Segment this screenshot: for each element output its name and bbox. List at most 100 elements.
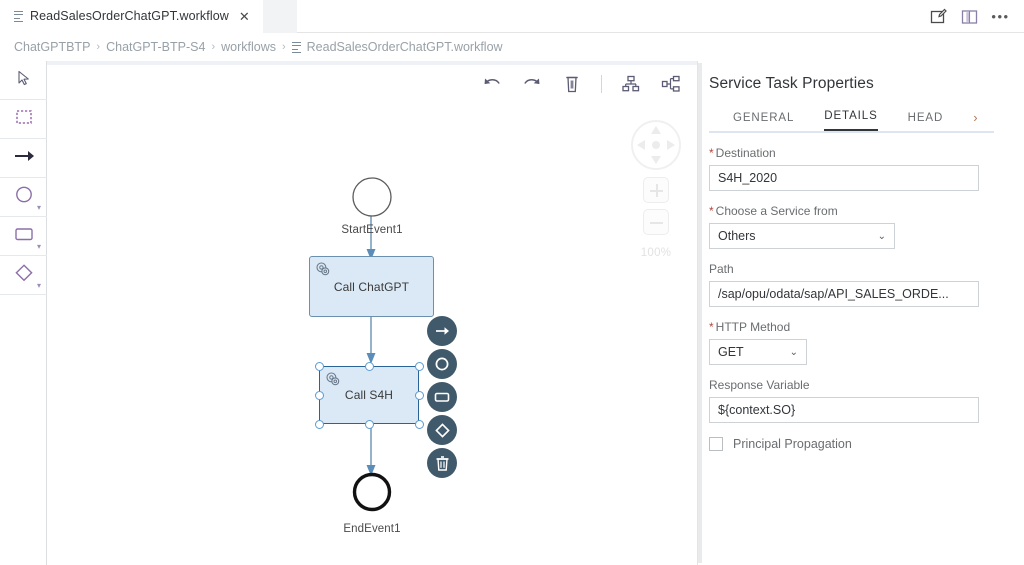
dashed-rectangle-icon (14, 107, 34, 132)
redo-icon[interactable] (521, 73, 543, 95)
properties-title: Service Task Properties (709, 75, 874, 92)
palette-item-sequence-flow-tool[interactable] (0, 139, 47, 178)
breadcrumb-item-2[interactable]: workflows (221, 40, 276, 54)
arrow-right-icon (435, 327, 449, 335)
context-append-gateway[interactable] (427, 415, 457, 445)
palette-item-gateway-tool[interactable]: ▾ (0, 256, 47, 295)
field-label-text: Path (709, 262, 734, 276)
breadcrumb-separator: › (281, 41, 286, 53)
tool-palette: ▾ ▾ ▾ (0, 61, 47, 565)
editor-tab-workflow[interactable]: ReadSalesOrderChatGPT.workflow ✕ (0, 0, 263, 33)
principal-propagation-row[interactable]: Principal Propagation (709, 437, 1024, 451)
field-label-text: Response Variable (709, 378, 810, 392)
resize-handle-e[interactable] (414, 390, 424, 400)
circle-icon (14, 185, 34, 210)
end-event-node[interactable] (351, 471, 393, 518)
properties-tabs-underline (709, 131, 994, 133)
field-destination-label: * Destination (709, 146, 1024, 160)
http-method-select[interactable]: GET ⌄ (709, 339, 807, 365)
tab-bar-filler (262, 0, 297, 33)
zoom-controls: 100% (627, 119, 685, 259)
task-call-chatgpt-label: Call ChatGPT (333, 279, 410, 294)
field-label-text: Destination (715, 146, 776, 160)
breadcrumb-item-0[interactable]: ChatGPTBTP (14, 40, 91, 54)
field-path-label: Path (709, 262, 1024, 276)
chevron-down-icon[interactable]: ▾ (36, 203, 41, 212)
zoom-in-button[interactable] (643, 177, 669, 203)
diamond-icon (434, 422, 450, 438)
properties-tabs: GENERAL DETAILS HEAD › (709, 110, 1024, 131)
properties-scrollbar[interactable] (698, 63, 702, 563)
resize-handle-n[interactable] (364, 361, 374, 371)
palette-item-event-tool[interactable]: ▾ (0, 178, 47, 217)
diagram-connectors (366, 207, 376, 476)
breadcrumb-item-1[interactable]: ChatGPT-BTP-S4 (106, 40, 206, 54)
resize-handle-w[interactable] (314, 390, 324, 400)
workflow-file-icon (291, 41, 301, 53)
task-call-s4h-label: Call S4H (344, 388, 394, 402)
breadcrumb-current-label: ReadSalesOrderChatGPT.workflow (306, 40, 503, 54)
service-from-select[interactable]: Others ⌄ (709, 223, 895, 249)
resize-handle-sw[interactable] (314, 419, 324, 429)
breadcrumb-separator: › (211, 41, 216, 53)
required-marker: * (709, 204, 714, 218)
chevron-down-icon: ⌄ (877, 230, 886, 242)
annotate-icon[interactable] (929, 7, 948, 26)
field-http-method: * HTTP Method GET ⌄ (709, 320, 1024, 365)
more-options-icon[interactable]: ••• (991, 8, 1010, 24)
task-call-chatgpt[interactable]: Call ChatGPT (309, 256, 434, 317)
resize-handle-nw[interactable] (314, 361, 324, 371)
path-input[interactable]: /sap/opu/odata/sap/API_SALES_ORDE... (709, 281, 979, 307)
palette-item-cursor-tool[interactable] (0, 61, 47, 100)
response-variable-input[interactable]: ${context.SO} (709, 397, 979, 423)
tab-general[interactable]: GENERAL (733, 112, 795, 124)
resize-handle-ne[interactable] (414, 361, 424, 371)
layout-vertical-icon[interactable] (620, 73, 642, 95)
context-delete-element[interactable] (427, 448, 457, 478)
field-response-variable-label: Response Variable (709, 378, 1024, 392)
chevron-down-icon[interactable]: ▾ (36, 242, 41, 251)
diamond-icon (14, 263, 34, 288)
destination-input[interactable]: S4H_2020 (709, 165, 979, 191)
palette-item-lasso-tool[interactable] (0, 100, 47, 139)
context-append-event[interactable] (427, 349, 457, 379)
palette-item-task-tool[interactable]: ▾ (0, 217, 47, 256)
resize-handle-s[interactable] (364, 419, 374, 429)
close-icon[interactable]: ✕ (238, 8, 250, 24)
required-marker: * (709, 146, 714, 160)
field-service-from-label: * Choose a Service from (709, 204, 1024, 218)
trash-icon[interactable] (561, 73, 583, 95)
field-path: Path /sap/opu/odata/sap/API_SALES_ORDE..… (709, 262, 1024, 307)
layout-horizontal-icon[interactable] (660, 73, 682, 95)
chevron-down-icon[interactable]: ▾ (36, 281, 41, 290)
undo-icon[interactable] (481, 73, 503, 95)
circle-icon (435, 357, 449, 371)
start-event-node[interactable] (351, 176, 393, 223)
breadcrumb-current: ReadSalesOrderChatGPT.workflow (291, 40, 503, 54)
task-call-s4h[interactable]: Call S4H (319, 366, 419, 424)
field-response-variable: Response Variable ${context.SO} (709, 378, 1024, 423)
zoom-level-label: 100% (640, 247, 672, 259)
canvas-toolbar (481, 73, 682, 95)
canvas-top-strip (47, 61, 697, 65)
service-from-value: Others (718, 229, 756, 243)
pan-dpad-icon[interactable] (630, 119, 682, 171)
split-panel-icon[interactable] (960, 7, 979, 26)
field-destination: * Destination S4H_2020 (709, 146, 1024, 191)
resize-handle-se[interactable] (414, 419, 424, 429)
principal-propagation-checkbox[interactable] (709, 437, 723, 451)
workflow-canvas[interactable]: 100% StartEvent1 (47, 61, 697, 565)
service-task-gear-icon (315, 261, 332, 278)
context-append-task[interactable] (427, 382, 457, 412)
zoom-out-button[interactable] (643, 209, 669, 235)
toolbar-divider (601, 75, 602, 93)
element-context-menu (427, 316, 457, 478)
workflow-file-icon (14, 10, 23, 22)
field-service-from: * Choose a Service from Others ⌄ (709, 204, 1024, 249)
context-append-sequence-flow[interactable] (427, 316, 457, 346)
tabs-overflow-chevron-icon[interactable]: › (973, 110, 978, 125)
chevron-down-icon: ⌄ (789, 346, 798, 358)
tab-details[interactable]: DETAILS (824, 110, 878, 131)
tab-headers[interactable]: HEAD (907, 112, 944, 124)
field-label-text: Choose a Service from (715, 204, 838, 218)
